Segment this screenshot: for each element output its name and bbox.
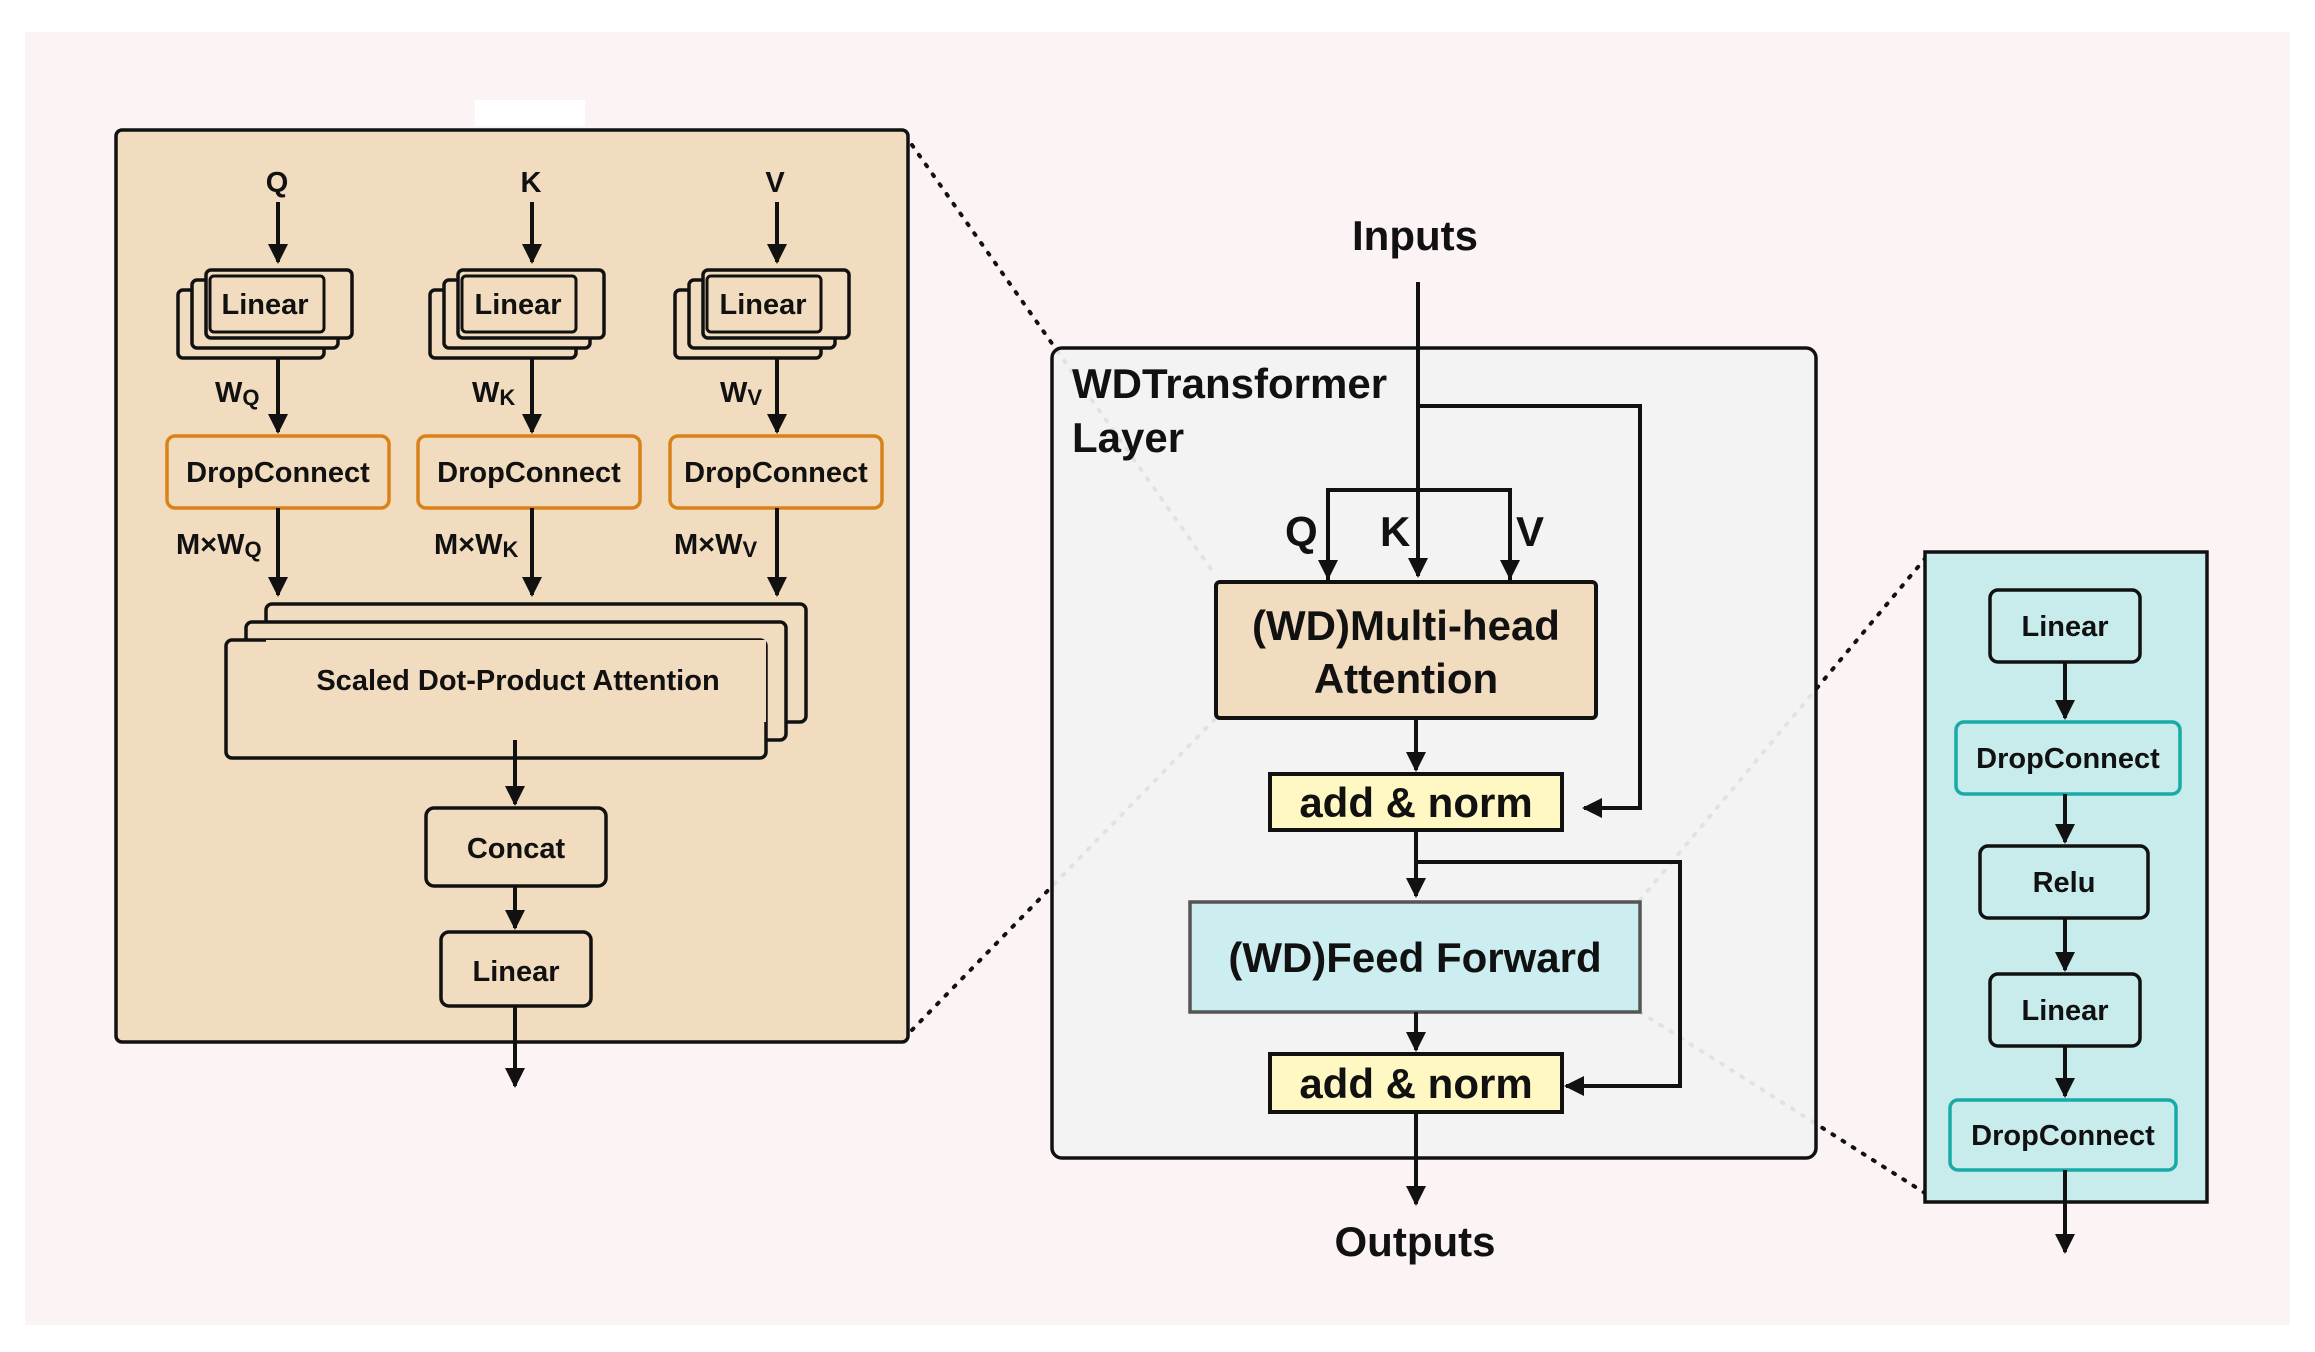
weight-wv-label: WV (720, 377, 762, 410)
panel-tab-gap (475, 100, 585, 126)
ff-dropconnect-1-box (1954, 720, 2182, 796)
linear-stack-k: Linear (428, 268, 606, 360)
masked-wq-label: M×WQ (176, 529, 262, 562)
transformer-layer: Inputs WDTransformer Layer Q K V (WD)Mul… (1050, 212, 1818, 1265)
mha-box (1214, 580, 1598, 720)
ff-dropconnect-2-label: DropConnect (1971, 1120, 2155, 1152)
ff-linear-2-label: Linear (2021, 995, 2108, 1027)
add-norm-2-box (1268, 1052, 1564, 1114)
feed-forward-label: (WD)Feed Forward (1228, 934, 1601, 981)
sdpa-label: Scaled Dot-Product Attention (316, 665, 719, 697)
input-q-label: Q (266, 167, 289, 199)
linear-v-label: Linear (719, 289, 806, 321)
add-norm-2-label: add & norm (1299, 1060, 1532, 1107)
ff-linear-1-label: Linear (2021, 611, 2108, 643)
ff-dropconnect-1-label: DropConnect (1976, 743, 2160, 775)
mha-label-line2: Attention (1314, 655, 1498, 702)
residual-connection-2 (1416, 860, 1682, 1096)
ff-relu-label: Relu (2033, 867, 2096, 899)
dropconnect-q-label: DropConnect (186, 457, 370, 489)
qkv-v-label: V (1516, 508, 1544, 555)
input-v-label: V (765, 167, 785, 199)
dropconnect-k-label: DropConnect (437, 457, 621, 489)
feed-forward-box (1188, 900, 1642, 1014)
transformer-layer-frame (1050, 346, 1818, 1160)
input-k-label: K (521, 167, 542, 199)
concat-label: Concat (467, 833, 566, 865)
dropconnect-v-label: DropConnect (684, 457, 868, 489)
masked-wv-label: M×WV (674, 529, 757, 562)
linear-q-label: Linear (221, 289, 308, 321)
qkv-split-line (1326, 488, 1512, 580)
dropconnect-k-box (416, 434, 642, 510)
qkv-q-label: Q (1285, 508, 1318, 555)
linear-stack-v: Linear (673, 268, 851, 360)
linear-stack-q: Linear (176, 268, 354, 360)
attention-panel-frame (114, 128, 910, 1044)
weight-wq-label: WQ (215, 377, 260, 410)
linear-k-label: Linear (474, 289, 561, 321)
qkv-k-label: K (1380, 508, 1410, 555)
add-norm-1-box (1268, 772, 1564, 832)
add-norm-1-label: add & norm (1299, 779, 1532, 826)
outputs-label: Outputs (1335, 1218, 1496, 1265)
weight-wk-label: WK (472, 377, 515, 410)
attention-detail-panel: Q Linear WQ DropConnect M×WQ K Linear WK… (114, 100, 910, 1088)
layer-title-line2: Layer (1072, 414, 1184, 461)
layer-title-line1: WDTransformer (1072, 360, 1387, 407)
inputs-label: Inputs (1352, 212, 1478, 259)
mha-label-line1: (WD)Multi-head (1252, 602, 1560, 649)
residual-connection-1 (1418, 404, 1642, 818)
ff-detail-panel: Linear DropConnect Relu Linear DropConne… (1923, 550, 2209, 1254)
masked-wk-label: M×WK (434, 529, 518, 562)
sdpa-stack: Scaled Dot-Product Attention (224, 602, 808, 760)
output-linear-label: Linear (472, 956, 559, 988)
